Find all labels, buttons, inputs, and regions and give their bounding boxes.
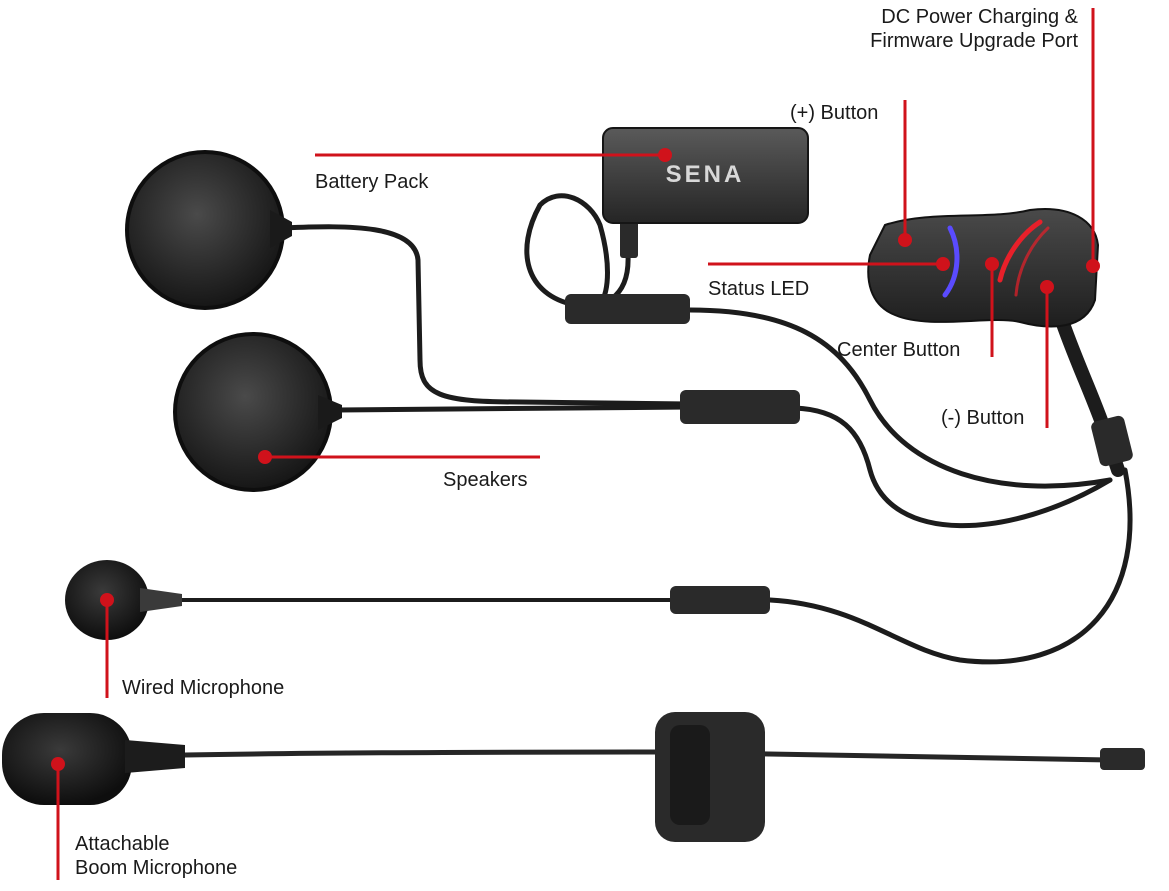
mic-connector <box>670 586 770 614</box>
battery-connector <box>565 294 690 324</box>
boom-microphone <box>2 712 765 842</box>
callout-dot-boom-mic <box>51 757 65 771</box>
callout-dot-status-led <box>936 257 950 271</box>
sena-logo: SENA <box>666 161 745 188</box>
callout-dot-battery-pack <box>658 148 672 162</box>
wired-microphone <box>65 560 182 640</box>
label-battery-pack: Battery Pack <box>315 170 428 194</box>
speaker-connector <box>680 390 800 424</box>
label-wired-mic: Wired Microphone <box>122 676 284 700</box>
speaker-top <box>127 152 292 308</box>
callout-dot-dc-port <box>1086 259 1100 273</box>
speaker-bottom <box>175 334 342 490</box>
battery-pack: SENA <box>603 128 808 223</box>
label-center-button: Center Button <box>837 338 960 362</box>
callout-dot-speakers <box>258 450 272 464</box>
callout-dot-center-button <box>985 257 999 271</box>
label-boom-mic: Attachable Boom Microphone <box>75 832 237 880</box>
tail-ferrite <box>1090 415 1134 468</box>
label-speakers: Speakers <box>443 468 528 492</box>
bottom-speaker-cable <box>338 407 690 410</box>
label-status-led: Status LED <box>708 277 809 301</box>
callout-dot-minus-button <box>1040 280 1054 294</box>
callout-dot-plus-button <box>898 233 912 247</box>
label-minus-button: (-) Button <box>941 406 1024 430</box>
callout-dot-wired-mic <box>100 593 114 607</box>
boom-arm <box>185 752 1110 760</box>
label-dc-port: DC Power Charging & Firmware Upgrade Por… <box>870 5 1078 53</box>
main-unit <box>868 209 1098 326</box>
boom-end-plug <box>1100 748 1145 770</box>
label-plus-button: (+) Button <box>790 101 878 125</box>
